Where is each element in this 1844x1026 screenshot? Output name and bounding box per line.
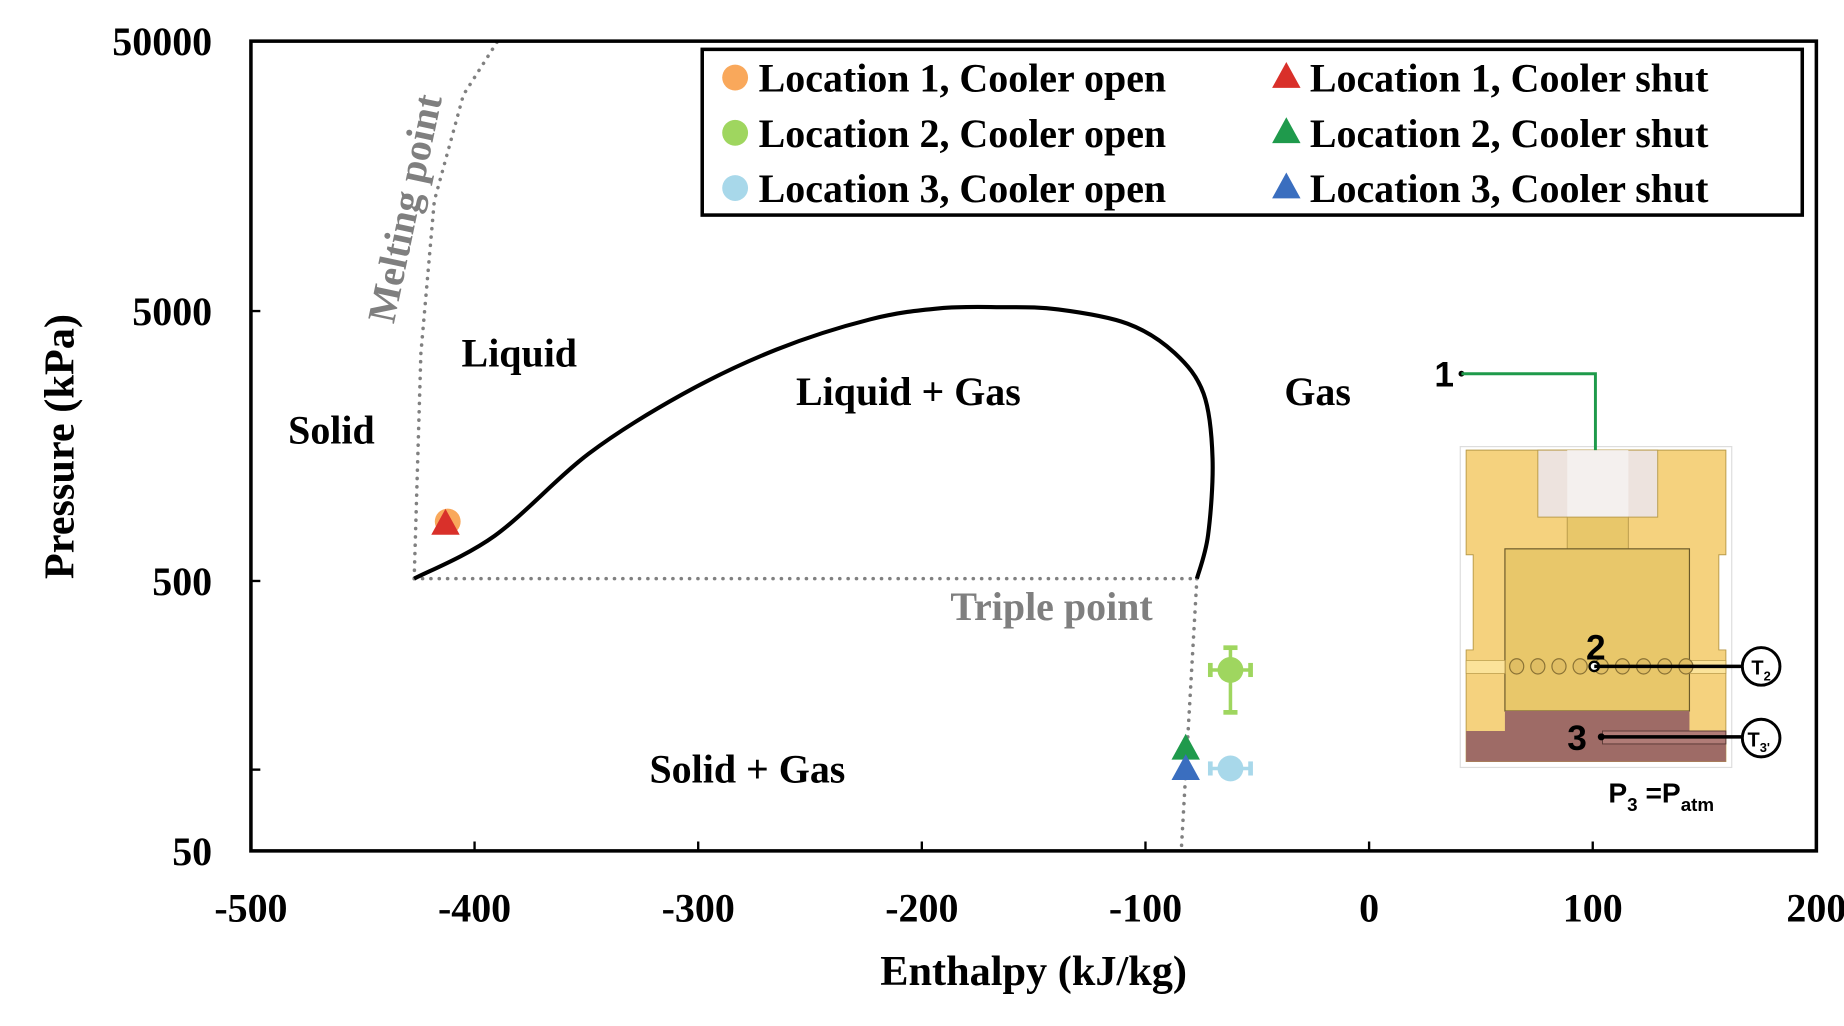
inset-base	[1466, 711, 1726, 762]
legend-item-label: Location 1, Cooler shut	[1310, 56, 1709, 101]
legend-item-label: Location 3, Cooler open	[759, 166, 1167, 211]
point-location-3-cooler-open	[1217, 755, 1244, 782]
inset-label-1: 1	[1434, 356, 1454, 395]
legend: Location 1, Cooler open Location 1, Coole…	[700, 47, 1805, 217]
region-label-triple-point: Triple point	[950, 584, 1153, 629]
melting-line	[412, 40, 499, 581]
saturation-dome	[413, 304, 1215, 581]
legend-item-label: Location 2, Cooler shut	[1310, 111, 1709, 156]
plot-frame	[249, 39, 1819, 853]
legend-item-label: Location 3, Cooler shut	[1310, 166, 1709, 211]
inset-diagram: 1 2 T2 3 T3' P3 =Patm	[1434, 356, 1782, 815]
legend-triangle-icon	[1272, 117, 1301, 144]
legend-circle-icon	[722, 175, 749, 201]
x-tick-label: -300	[662, 885, 735, 930]
hole	[1530, 658, 1546, 675]
x-tick-label: 0	[1359, 885, 1379, 930]
x-tick-label: -100	[1109, 885, 1182, 930]
x-tick-label: -400	[438, 885, 511, 930]
y-axis: 50 500 5000 50000	[112, 19, 261, 874]
y-tick-label: 5000	[132, 289, 212, 334]
sensor-t3-icon	[1740, 717, 1782, 759]
data-points	[431, 508, 1253, 782]
region-label-solid: Solid	[288, 408, 375, 453]
legend-triangle-icon	[1272, 172, 1301, 199]
legend-circle-icon	[722, 64, 749, 91]
pressure-note: P3 =Patm	[1608, 777, 1714, 815]
legend-item-label: Location 1, Cooler open	[759, 56, 1167, 101]
x-tick-label: -500	[214, 885, 287, 930]
point-location-2-cooler-open	[1217, 657, 1244, 683]
x-tick-label: 100	[1563, 885, 1623, 930]
x-tick-label: -200	[885, 885, 958, 930]
region-label-liquid-gas: Liquid + Gas	[796, 369, 1021, 414]
hole	[1551, 658, 1567, 675]
x-axis-label: Enthalpy (kJ/kg)	[880, 948, 1187, 995]
legend-circle-icon	[722, 119, 749, 146]
y-axis-label: Pressure (kPa)	[36, 314, 83, 579]
legend-triangle-icon	[1272, 62, 1301, 88]
svg-text:T2: T2	[1751, 658, 1770, 684]
hole	[1572, 658, 1588, 675]
point-location-1-cooler-shut	[431, 508, 460, 535]
y-tick-label: 50000	[112, 19, 212, 64]
x-tick-label: 200	[1786, 885, 1844, 930]
region-label-gas: Gas	[1284, 369, 1351, 414]
location-1-leader	[1461, 372, 1597, 451]
region-label-melting-point: Melting point	[359, 90, 451, 327]
inset-chamber	[1504, 548, 1691, 712]
sublimation-line	[1179, 576, 1199, 853]
x-axis: -500 -400 -300 -200 -100 0 100 200	[214, 841, 1844, 930]
hole	[1509, 658, 1525, 675]
y-tick-label: 500	[152, 559, 212, 604]
point-location-2-cooler-shut	[1171, 733, 1200, 760]
inset-label-3: 3	[1567, 719, 1587, 758]
y-tick-label: 50	[172, 829, 212, 874]
sensor-t2-icon	[1740, 646, 1782, 687]
region-label-solid-gas: Solid + Gas	[649, 747, 845, 792]
legend-item-label: Location 2, Cooler open	[759, 111, 1167, 156]
curves	[412, 40, 1215, 853]
region-label-liquid: Liquid	[462, 330, 577, 375]
point-location-3-cooler-shut	[1171, 754, 1200, 780]
svg-text:T3': T3'	[1748, 729, 1770, 755]
inset-label-2: 2	[1586, 628, 1606, 667]
inset-stem	[1566, 516, 1629, 551]
